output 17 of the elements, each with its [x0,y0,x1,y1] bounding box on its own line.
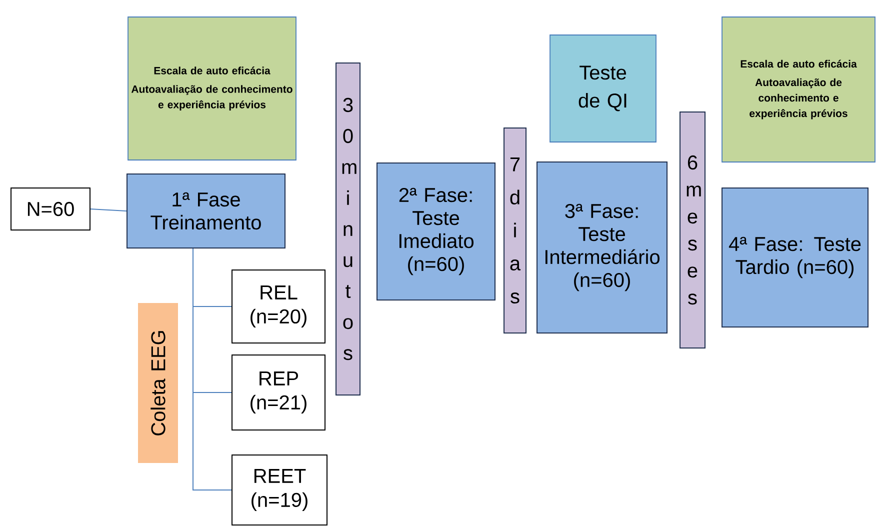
phase-box: 2ª Fase: Teste Imediato (n=60) [376,162,496,300]
rotated-label-box: Coleta EEG [138,303,178,463]
connector-line [90,208,127,212]
phase-box: 3ª Fase: Teste Intermediário (n=60) [536,162,668,334]
phase-box: 1ª Fase Treinamento [126,174,286,248]
test-box: Teste de QI [550,34,656,142]
phase-box: 4ª Fase: Teste Tardio (n=60) [722,188,869,328]
group-box: REP (n=21) [232,354,326,430]
interval-bar: 6 meses [680,112,706,348]
note-box: Escala de auto eficácia Autoavaliação de conhecimento e experiência prévios [128,16,296,160]
group-box: REET (n=19) [232,454,328,526]
interval-bar: 30 minutos [336,62,360,396]
group-box: REL (n=20) [232,270,326,344]
note-box: Escala de auto eficácia Autoavaliação de conhecimento e experiência prévios [722,16,876,162]
group-box: N=60 [10,188,90,230]
interval-bar: 7 dias [504,128,526,334]
connector-line [192,248,232,490]
